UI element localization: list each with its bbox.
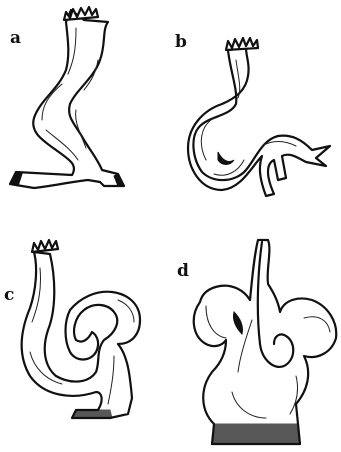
panel-label-a: a xyxy=(10,30,21,47)
panel-d-tube xyxy=(194,240,337,444)
panel-label-b: b xyxy=(175,34,187,51)
panel-label-d: d xyxy=(177,263,189,280)
panel-label-c: c xyxy=(4,287,14,304)
